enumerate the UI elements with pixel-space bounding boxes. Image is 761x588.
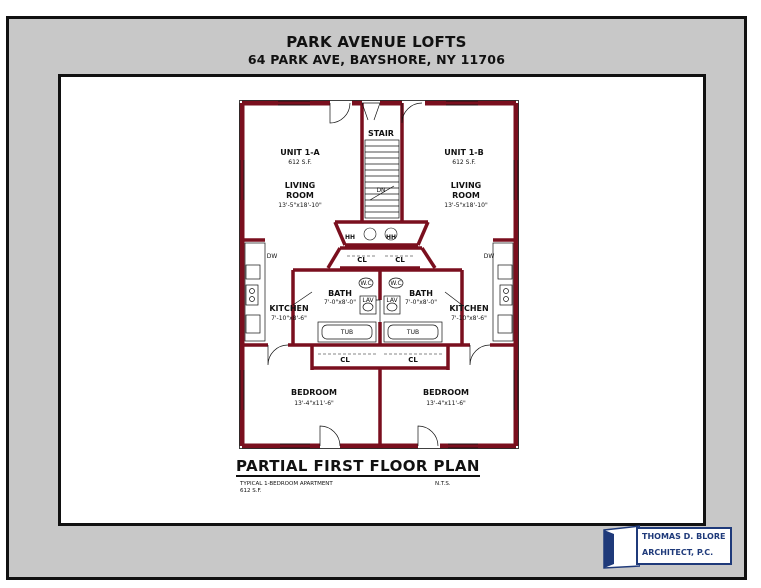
closet-label-a: CL <box>357 256 367 264</box>
living-a-line2: ROOM <box>286 191 314 200</box>
bedroom-a-dims: 13'-4"x11'-6" <box>294 400 334 407</box>
closet-label-d: CL <box>408 356 418 364</box>
tub-label-a: TUB <box>340 329 353 336</box>
lav-label-a: LAV <box>362 297 374 304</box>
kitchen-a-name: KITCHEN <box>269 304 308 313</box>
plan-note-line1: TYPICAL 1-BEDROOM APARTMENT <box>240 481 333 487</box>
hh-label-b: HH <box>386 234 396 241</box>
plan-paper <box>58 74 706 526</box>
bath-a-dims: 7'-0"x8'-0" <box>324 299 356 306</box>
bath-a-name: BATH <box>328 289 352 298</box>
kitchen-b-dims: 7'-10"x8'-6" <box>451 315 487 322</box>
architect-logo-mark <box>603 525 640 569</box>
kitchen-a-dims: 7'-10"x8'-6" <box>271 315 307 322</box>
exterior-outline <box>239 100 519 449</box>
bath-b-name: BATH <box>409 289 433 298</box>
bedroom-a-name: BEDROOM <box>291 388 337 397</box>
plan-note: TYPICAL 1-BEDROOM APARTMENT 612 S.F. <box>240 481 333 495</box>
wc-label-a: W.C <box>360 280 371 287</box>
closet-label-b: CL <box>395 256 405 264</box>
unit-b-name: UNIT 1-B <box>444 148 483 157</box>
lav-label-b: LAV <box>386 297 398 304</box>
windows <box>239 100 519 449</box>
unit-b-area: 612 S.F. <box>452 159 476 166</box>
living-a-line1: LIVING <box>285 181 316 190</box>
architect-name: THOMAS D. BLORE <box>642 532 726 541</box>
living-a-dims: 13'-5"x18'-10" <box>278 202 322 209</box>
living-b-dims: 13'-5"x18'-10" <box>444 202 488 209</box>
kitchen-counters <box>244 242 514 342</box>
hh-label-a: HH <box>345 234 355 241</box>
unit-a-name: UNIT 1-A <box>280 148 320 157</box>
living-b-line2: ROOM <box>452 191 480 200</box>
project-title: PARK AVENUE LOFTS <box>286 33 467 51</box>
scale-note: N.T.S. <box>435 481 451 487</box>
architect-firm: ARCHITECT, P.C. <box>642 548 714 557</box>
project-address: 64 PARK AVE, BAYSHORE, NY 11706 <box>247 52 506 67</box>
stair <box>364 139 400 219</box>
living-b-line1: LIVING <box>451 181 482 190</box>
plan-note-line2: 612 S.F. <box>240 488 262 494</box>
interior-walls <box>242 103 516 446</box>
dw-label-a: DW <box>267 253 278 260</box>
bedroom-b-name: BEDROOM <box>423 388 469 397</box>
wc-label-b: W.C <box>390 280 401 287</box>
tub-label-b: TUB <box>406 329 419 336</box>
plan-title: PARTIAL FIRST FLOOR PLAN <box>236 457 480 477</box>
stair-label: STAIR <box>368 129 394 138</box>
closets <box>318 227 442 355</box>
stair-dn-label: DN <box>376 187 385 194</box>
bath-b-dims: 7'-0"x8'-0" <box>405 299 437 306</box>
architect-stamp: THOMAS D. BLORE ARCHITECT, P.C. <box>636 527 732 565</box>
unit-a-area: 612 S.F. <box>288 159 312 166</box>
closet-label-c: CL <box>340 356 350 364</box>
bedroom-b-dims: 13'-4"x11'-6" <box>426 400 466 407</box>
kitchen-b-name: KITCHEN <box>449 304 488 313</box>
dw-label-b: DW <box>484 253 495 260</box>
bath-fixtures <box>317 277 443 343</box>
